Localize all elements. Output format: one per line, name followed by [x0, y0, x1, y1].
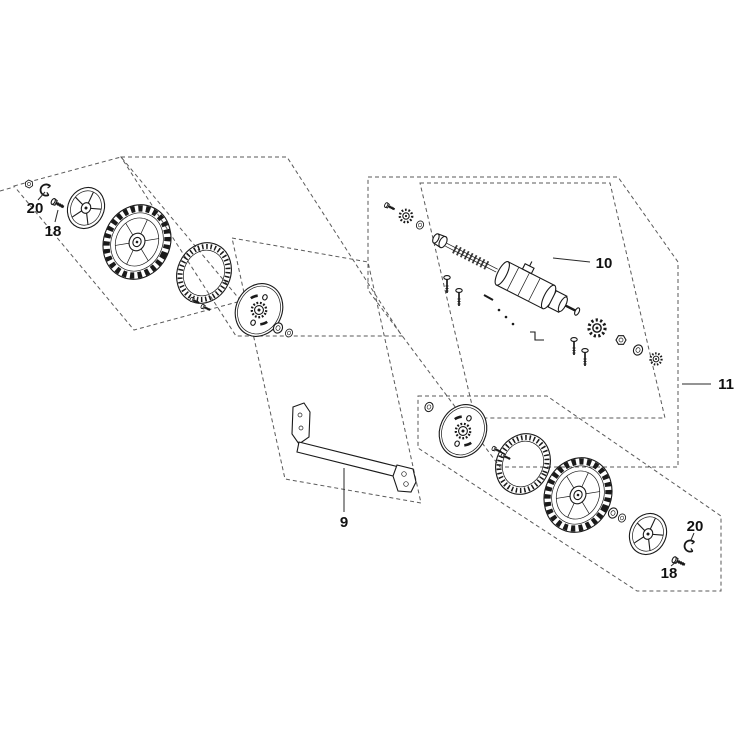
callout-20-front: 20: [27, 191, 46, 217]
rear-hubcap-clip: [682, 538, 696, 554]
callout-18-front: 18: [45, 209, 62, 240]
shaft-nut: [615, 335, 627, 345]
motor-pinion-gear: [398, 208, 414, 224]
leader-line: [670, 561, 677, 567]
leader-line: [552, 257, 591, 263]
rear-washer-0: [422, 400, 436, 414]
end-pinion: [649, 352, 663, 366]
callout-label-18-rear: 18: [661, 565, 678, 582]
shaft-coupler: [432, 233, 448, 249]
motor-clamp-bracket: [530, 331, 544, 341]
front-axle-nut: [23, 178, 35, 190]
front-drive-disc: [225, 274, 293, 346]
callouts: 20 18 9 10 11 18 20: [27, 191, 734, 582]
rear-tire-ring: [486, 425, 560, 504]
motor-gearbox-assembly: [382, 201, 663, 367]
callout-label-9: 9: [340, 514, 348, 531]
gearbox-housing: [547, 290, 568, 314]
rear-drive-disc: [429, 395, 497, 467]
gearbox-cap: [557, 296, 568, 313]
callout-10: 10: [552, 255, 613, 272]
callout-label-18-front: 18: [45, 223, 62, 240]
callout-20-rear: 20: [687, 518, 704, 541]
axle-bracket: [291, 402, 417, 493]
bracket-hole: [401, 471, 407, 477]
callout-label-11: 11: [718, 376, 734, 393]
front-washer-2: [283, 327, 295, 339]
callout-9: 9: [340, 468, 348, 531]
callout-label-20-rear: 20: [687, 518, 704, 535]
output-gear: [574, 307, 581, 316]
bracket-left-flange: [291, 402, 311, 445]
motor-end-cap: [494, 261, 510, 286]
callout-11: 11: [682, 376, 734, 393]
worm-spring: [452, 244, 491, 271]
parts-box-assembly-11: [367, 176, 679, 468]
parts-box-rear-wheel: [417, 395, 722, 592]
bracket-hole: [297, 412, 303, 418]
rear-hubcap: [622, 506, 674, 562]
parts-box-front-drive: [120, 156, 403, 337]
motor-body-group: [432, 233, 581, 316]
bracket-bar: [296, 441, 400, 478]
drive-pin: [483, 294, 494, 301]
motor-housing-lines: [506, 267, 541, 302]
front-hubcap-clip: [38, 182, 52, 198]
leader-line: [54, 209, 59, 223]
front-wheel-assembly: [23, 178, 295, 346]
output-shaft: [564, 304, 576, 312]
shaft-washer: [631, 342, 645, 358]
bracket-hole: [298, 425, 304, 431]
leader-line: [37, 191, 46, 201]
mounting-screw-3: [569, 336, 579, 356]
front-hubcap: [60, 180, 112, 236]
rear-washer-2: [616, 512, 628, 524]
motor-screw-top: [382, 201, 397, 213]
rear-wheel: [532, 447, 624, 544]
motor-washer-top: [414, 219, 426, 231]
bracket-hole: [403, 481, 409, 487]
group-boxes: [0, 156, 722, 592]
ball-3: [511, 322, 515, 326]
callout-label-20-front: 20: [27, 200, 44, 217]
parts-box-motor: [419, 182, 666, 419]
bracket-right-flange: [392, 464, 417, 493]
rear-wheel-assembly: [422, 395, 696, 569]
reduction-gear: [587, 318, 607, 338]
front-wheel-bolt: [48, 196, 67, 212]
drive-shaft: [445, 243, 498, 273]
mounting-screw-2: [454, 287, 464, 307]
motor-terminal-pin: [529, 261, 533, 267]
leader-line: [690, 532, 695, 541]
motor-terminal: [521, 262, 535, 275]
parts-box-front-wheel: [13, 156, 242, 331]
box-edge-left-margin: [0, 186, 15, 192]
parts-box-bracket: [231, 237, 422, 504]
callout-18-rear: 18: [661, 561, 678, 582]
ball-2: [504, 315, 508, 319]
mounting-screw-4: [580, 347, 590, 367]
callout-label-10: 10: [596, 255, 613, 272]
ball-1: [497, 308, 501, 312]
front-ring-screw-2: [199, 302, 213, 313]
